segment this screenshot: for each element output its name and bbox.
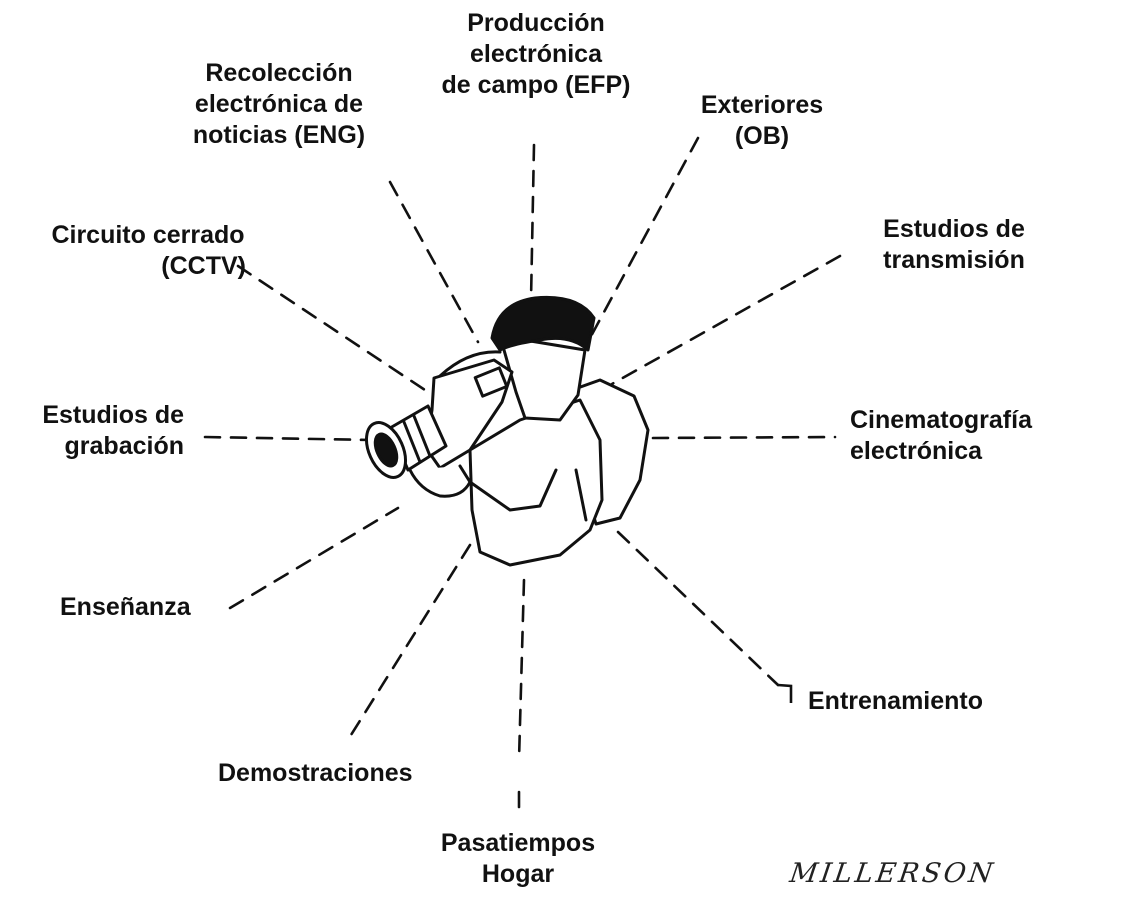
label-training: Entrenamiento — [808, 686, 983, 717]
connector-cinema — [651, 435, 837, 440]
hand-shape — [408, 464, 472, 498]
lens-ridge-1 — [402, 420, 422, 464]
viewfinder — [473, 366, 509, 398]
connector-teaching — [228, 506, 400, 610]
label-demos-line1: Demostraciones — [218, 759, 413, 787]
connector-eng — [388, 180, 480, 344]
label-hobby-line2: Hogar — [481, 860, 555, 888]
label-teaching: Enseñanza — [60, 592, 191, 623]
label-cinema-line2: electrónica — [850, 437, 983, 465]
label-ob: Exteriores (OB) — [694, 90, 830, 152]
label-cinema: Cinematografía electrónica — [850, 405, 1070, 467]
label-ob-line1: Exteriores — [700, 91, 824, 119]
label-eng-line3: noticias (ENG) — [192, 121, 366, 149]
label-efp-line3: de campo (EFP) — [441, 71, 631, 99]
connector-efp — [529, 143, 536, 302]
hair-shape — [490, 295, 596, 352]
label-eng: Recolección electrónica de noticias (ENG… — [174, 58, 384, 151]
label-training-line1: Entrenamiento — [808, 687, 984, 715]
head-face — [498, 334, 587, 422]
label-broadcast: Estudios de transmisión — [862, 214, 1046, 276]
label-efp-line1: Producción — [467, 9, 605, 37]
author-signature: MILLERSON — [787, 858, 998, 889]
label-recording-line1: Estudios de — [42, 401, 184, 429]
label-teaching-line1: Enseñanza — [60, 593, 191, 621]
label-hobby: Pasatiempos Hogar — [418, 828, 618, 890]
training-hook — [777, 683, 793, 703]
label-cinema-line1: Cinematografía — [850, 406, 1032, 434]
connector-recording — [203, 435, 374, 442]
connector-cctv — [236, 264, 430, 394]
label-hobby-line1: Pasatiempos — [440, 829, 596, 857]
lens-inner — [373, 432, 399, 468]
arm-shape — [468, 468, 558, 512]
lens-ridge-2 — [412, 414, 432, 458]
label-efp-line2: electrónica — [469, 40, 602, 68]
label-recording-line2: grabación — [64, 432, 184, 460]
label-eng-line1: Recolección — [205, 59, 353, 87]
label-cctv: Circuito cerrado (CCTV) — [48, 220, 248, 282]
cameraman-illustration — [364, 295, 650, 567]
label-ob-line2: (OB) — [734, 122, 790, 150]
label-cctv-line1: Circuito cerrado — [51, 221, 245, 249]
connector-ob — [588, 136, 700, 340]
torso-shape — [468, 398, 604, 567]
label-eng-line2: electrónica de — [194, 90, 364, 118]
connector-training — [616, 530, 780, 687]
camcorder-handle — [438, 350, 502, 378]
connector-demos — [344, 543, 472, 745]
strap — [574, 468, 588, 522]
connector-hobby — [517, 578, 526, 762]
label-recording: Estudios de grabación — [4, 400, 184, 462]
label-demos: Demostraciones — [218, 758, 413, 789]
connector-broadcast — [610, 254, 842, 386]
label-broadcast-line1: Estudios de — [883, 215, 1025, 243]
label-cctv-line2: (CCTV) — [161, 252, 246, 280]
label-broadcast-line2: transmisión — [883, 246, 1025, 274]
label-efp: Producción electrónica de campo (EFP) — [441, 8, 631, 101]
